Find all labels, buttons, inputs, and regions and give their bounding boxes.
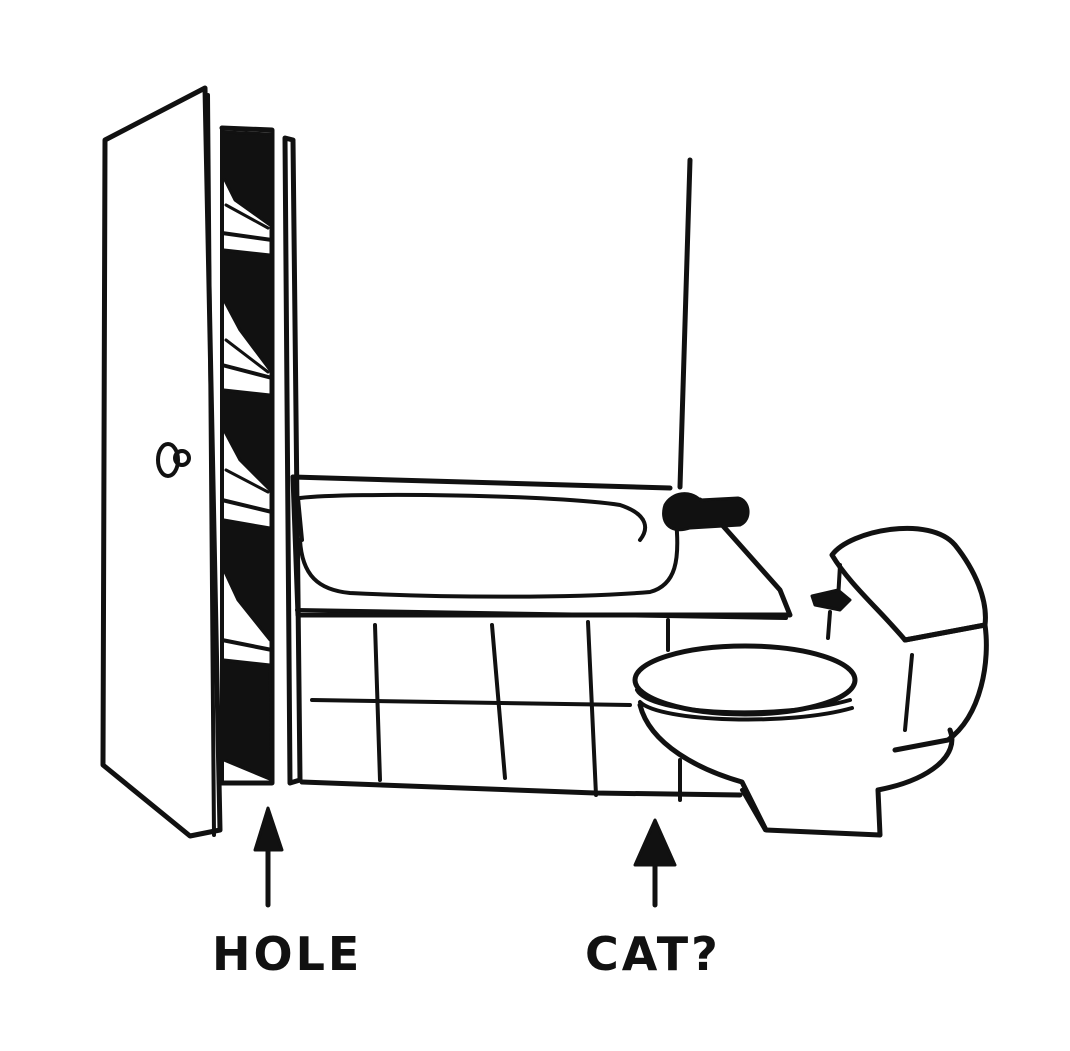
cat-arrow-head — [633, 818, 677, 867]
hole-gap — [217, 125, 275, 786]
hole-shade-2 — [222, 248, 272, 372]
bathtub — [290, 474, 793, 802]
hole-shade-1 — [222, 130, 272, 227]
hole-arrow-head — [253, 806, 284, 852]
hole-label: HOLE — [212, 927, 362, 981]
faucet — [662, 492, 750, 532]
cat-label: CAT? — [585, 927, 721, 981]
hole-shade-3 — [222, 388, 272, 492]
shower-wall — [290, 157, 693, 491]
door-knob — [156, 442, 180, 478]
toilet-handle — [810, 588, 852, 612]
door — [100, 85, 223, 839]
toilet — [632, 525, 989, 838]
hole-shade-5 — [222, 658, 274, 782]
cat-arrow — [633, 818, 677, 908]
tub-tiles — [299, 618, 743, 802]
hole-arrow — [253, 806, 284, 908]
hole-shade-4 — [222, 518, 272, 642]
wall-edge — [282, 135, 303, 786]
